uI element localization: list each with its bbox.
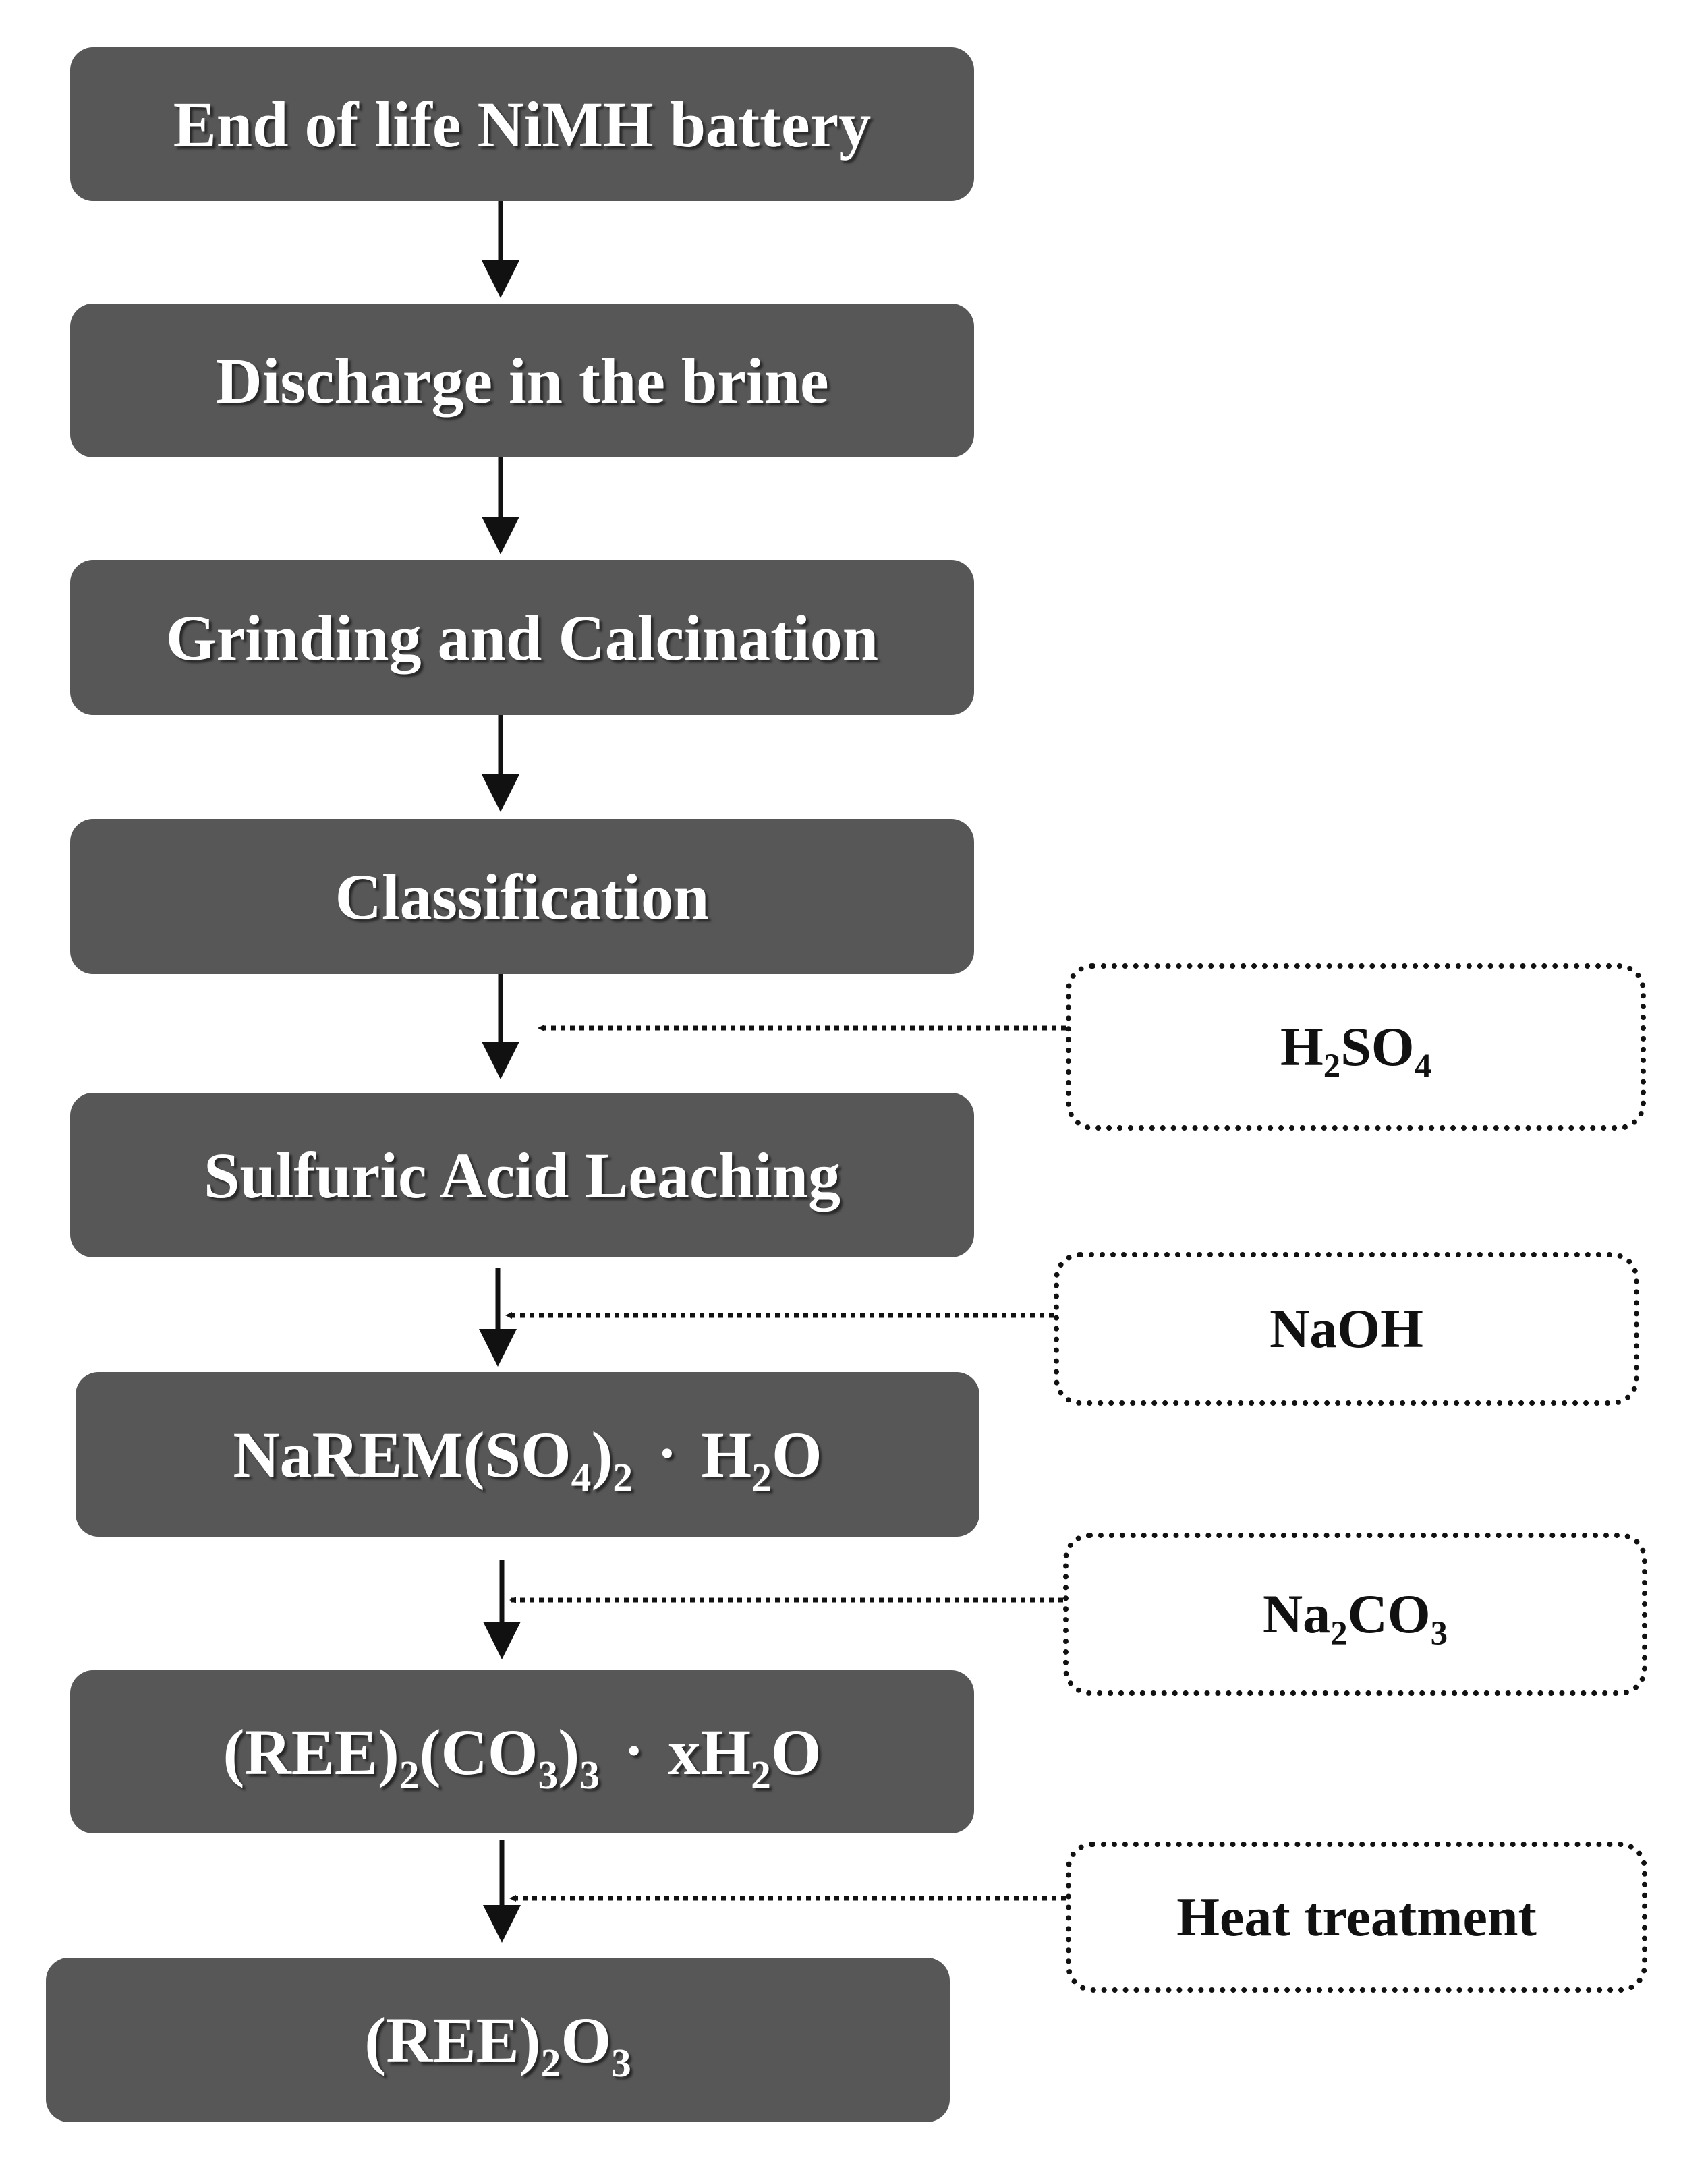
reagent-label: Heat treatment [1176,1886,1537,1947]
step-label: Classification [335,860,710,933]
step-formula: NaREM(SO4)2·H2O [233,1418,822,1500]
reagent-label: NaOH [1270,1298,1423,1359]
step-ree-oxide: (REE)2O3 [46,1958,950,2122]
step-classification: Classification [70,819,974,974]
step-formula: (REE)2(CO3)3·xH2O [223,1715,822,1797]
reagent-heat-treatment: Heat treatment [1066,1842,1647,1993]
reagent-formula: H2SO4 [1280,1016,1432,1085]
step-label: Grinding and Calcination [165,601,879,674]
step-narem-sulfate-hydrate: NaREM(SO4)2·H2O [76,1372,979,1537]
reagent-formula: Na2CO3 [1262,1583,1448,1652]
reagent-h2so4: H2SO4 [1066,963,1646,1131]
reagent-na2co3: Na2CO3 [1063,1533,1647,1696]
reagent-naoh: NaOH [1054,1252,1639,1406]
step-sulfuric-acid-leaching: Sulfuric Acid Leaching [70,1093,974,1257]
step-grinding-calcination: Grinding and Calcination [70,560,974,715]
step-formula: (REE)2O3 [364,2003,631,2085]
step-ree-carbonate-hydrate: (REE)2(CO3)3·xH2O [70,1670,974,1833]
step-discharge: Discharge in the brine [70,304,974,457]
step-label: End of life NiMH battery [173,88,872,161]
step-end-of-life-battery: End of life NiMH battery [70,47,974,201]
step-label: Sulfuric Acid Leaching [203,1139,841,1212]
step-label: Discharge in the brine [215,344,829,417]
